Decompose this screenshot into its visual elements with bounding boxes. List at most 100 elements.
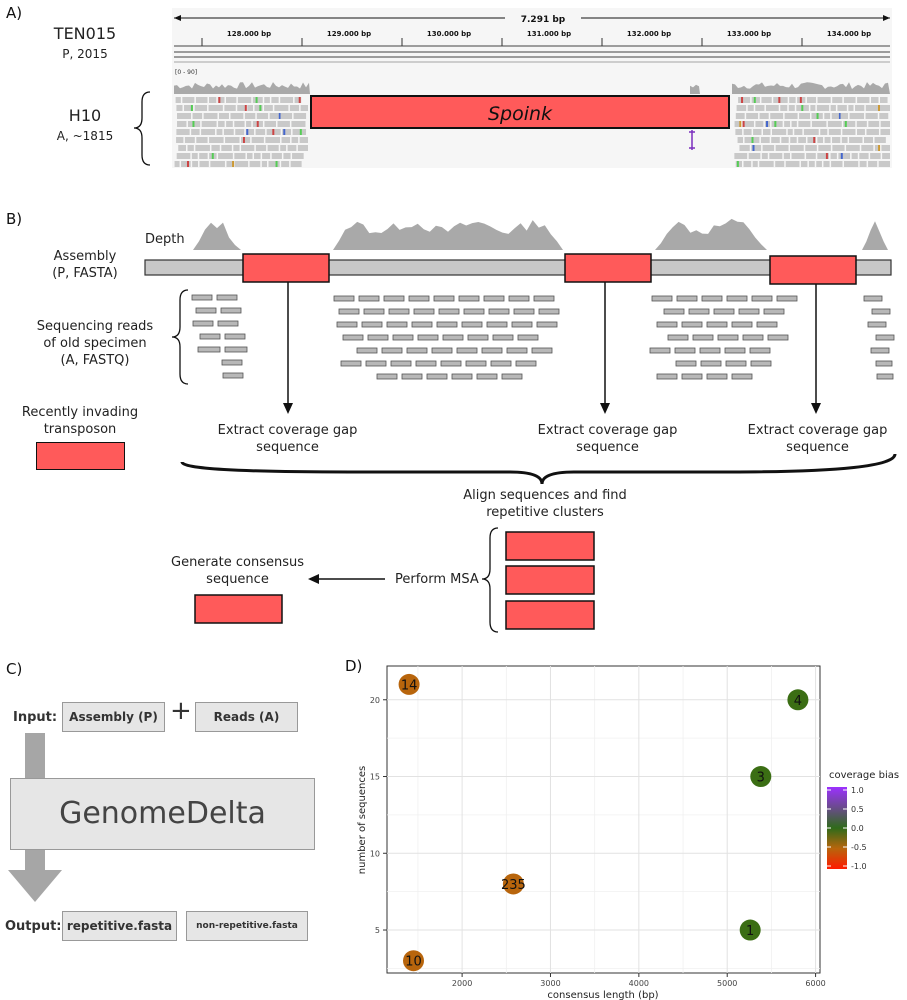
read-segment	[175, 97, 181, 103]
read-segment	[810, 105, 816, 111]
read-variant	[275, 161, 278, 167]
read-segment	[785, 161, 800, 167]
read-variant	[801, 105, 804, 111]
read-segment	[874, 145, 880, 151]
genomedelta-box: GenomeDelta	[10, 778, 315, 850]
read-segment	[791, 153, 805, 159]
read	[342, 334, 364, 341]
read	[517, 334, 539, 341]
read	[383, 295, 405, 302]
read	[363, 308, 385, 315]
read-segment	[770, 113, 784, 119]
read-segment	[300, 105, 308, 111]
read-segment	[199, 153, 208, 159]
read	[663, 308, 685, 315]
read	[481, 347, 503, 354]
panel-b-label: B)	[6, 210, 23, 228]
read-segment	[771, 129, 787, 135]
aligned-seq-2	[505, 565, 595, 595]
read-segment	[234, 153, 246, 159]
read-variant	[283, 129, 286, 135]
read-variant	[192, 121, 195, 127]
read-segment	[783, 153, 791, 159]
legend-tick-label: -1.0	[851, 862, 867, 871]
read	[333, 295, 355, 302]
read-segment	[271, 97, 279, 103]
read	[713, 308, 735, 315]
read-segment	[271, 153, 282, 159]
read-segment	[868, 161, 878, 167]
read-segment	[738, 97, 751, 103]
read	[699, 347, 721, 354]
read-segment	[773, 97, 788, 103]
read-segment	[203, 113, 218, 119]
read	[451, 373, 473, 380]
read-segment	[264, 121, 277, 127]
input-reads-box: Reads (A)	[195, 702, 298, 732]
read-segment	[775, 161, 785, 167]
read-segment	[759, 113, 769, 119]
read	[461, 321, 483, 328]
read-variant	[255, 97, 258, 103]
legend-tick-label: 0.0	[851, 824, 864, 833]
read-segment	[209, 137, 224, 143]
read-segment	[856, 121, 867, 127]
read-variant	[844, 121, 847, 127]
assembly-label-line1: Assembly	[53, 249, 117, 264]
read	[224, 333, 246, 340]
read-segment	[788, 105, 795, 111]
assembly-label-line2: (P, FASTA)	[52, 266, 118, 281]
output-repetitive-box: repetitive.fasta	[62, 911, 177, 941]
read	[738, 308, 760, 315]
read-segment	[255, 129, 266, 135]
transposon-legend-line1: Recently invading	[21, 405, 139, 420]
read-segment	[737, 137, 744, 143]
read-segment	[226, 121, 233, 127]
x-tick-label: 6000	[805, 979, 825, 988]
read-segment	[857, 97, 870, 103]
read	[649, 347, 671, 354]
legend-tick-label: 0.5	[851, 805, 864, 814]
output-nonrepetitive-box: non-repetitive.fasta	[186, 911, 308, 941]
read-segment	[289, 105, 300, 111]
read-segment	[851, 153, 858, 159]
extract-3-line2: sequence	[786, 440, 849, 455]
read	[195, 307, 217, 314]
read-segment	[178, 145, 187, 151]
read-segment	[191, 129, 200, 135]
read-segment	[748, 153, 761, 159]
transposon-legend-box	[36, 442, 125, 470]
read	[751, 295, 773, 302]
read-segment	[866, 129, 879, 135]
legend-tick-label: -0.5	[851, 843, 867, 852]
coverage-track	[174, 82, 890, 94]
read	[442, 334, 464, 341]
consensus-line1: Generate consensus	[171, 555, 304, 570]
read-segment	[195, 97, 208, 103]
read-segment	[827, 121, 842, 127]
extract-1-line1: Extract coverage gap	[217, 423, 358, 438]
read-variant	[299, 129, 302, 135]
read-segment	[293, 113, 307, 119]
read-segment	[820, 129, 828, 135]
consensus-box	[194, 594, 283, 624]
read-segment	[226, 161, 234, 167]
read-segment	[817, 137, 824, 143]
read	[742, 334, 764, 341]
read-segment	[218, 153, 233, 159]
read-segment	[865, 105, 879, 111]
data-point	[502, 873, 524, 895]
ruler-tick-label: 129.000 bp	[327, 30, 371, 38]
read-segment	[251, 137, 264, 143]
read	[488, 308, 510, 315]
read-segment	[241, 145, 255, 151]
read	[486, 321, 508, 328]
read	[515, 360, 537, 367]
chart-grid	[387, 666, 820, 973]
flow-arrows	[8, 733, 62, 902]
msa-brace	[481, 527, 499, 633]
read-variant	[878, 145, 881, 151]
read	[533, 295, 555, 302]
sample-bottom-name: H10	[68, 106, 102, 125]
